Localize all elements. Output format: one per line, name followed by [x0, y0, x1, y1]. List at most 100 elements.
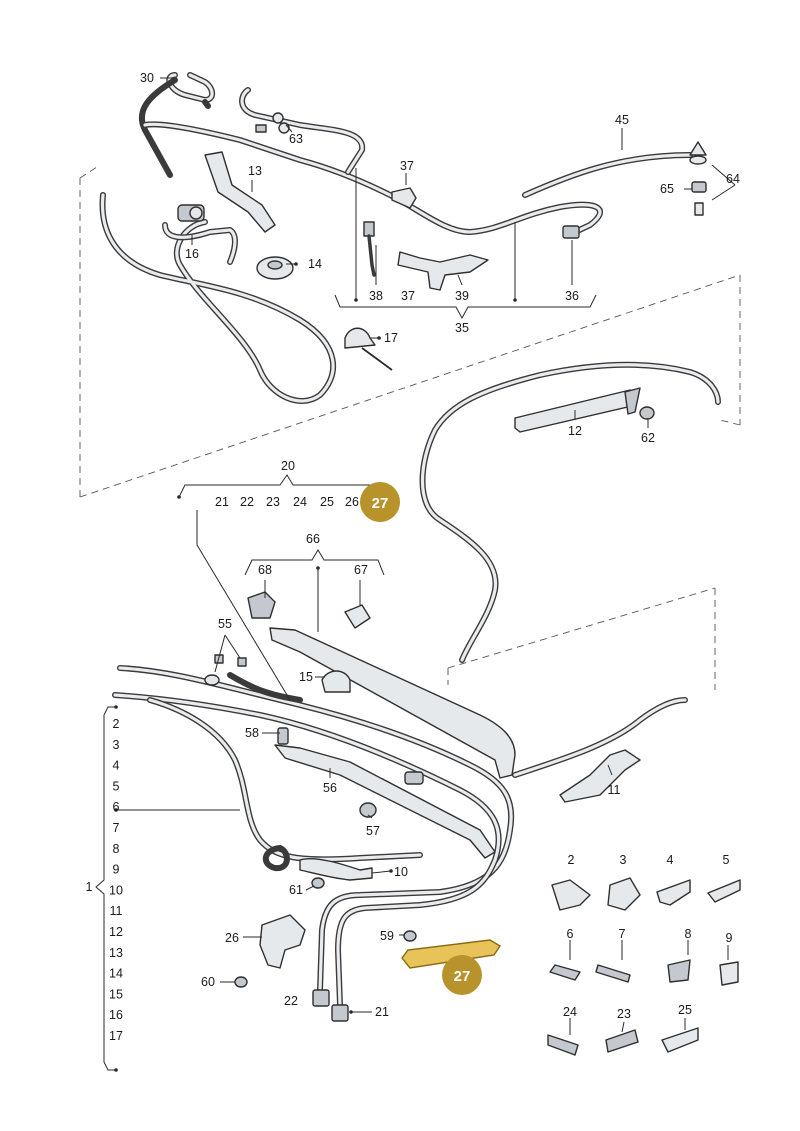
label-64: 64: [726, 172, 740, 186]
part-2-clip: [551, 879, 591, 911]
label-24: 24: [563, 1005, 577, 1019]
label-58: 58: [245, 726, 259, 740]
label-6: 6: [567, 927, 574, 941]
label-14: 14: [308, 257, 322, 271]
part-59-bolt: [403, 930, 417, 942]
left-list-item: 5: [113, 779, 120, 793]
part-13-bracket: [204, 151, 276, 233]
label-38: 38: [369, 289, 383, 303]
left-list-item: 9: [113, 863, 120, 877]
label-26: 26: [225, 931, 239, 945]
label-45: 45: [615, 113, 629, 127]
label-66: 66: [306, 532, 320, 546]
part-16-sensor: [177, 204, 205, 222]
label-20: 20: [281, 459, 295, 473]
part-17-clip: [344, 327, 393, 371]
label-63: 63: [289, 132, 303, 146]
part-11-bracket: [559, 749, 641, 803]
part-4-clip: [656, 879, 691, 906]
left-list-item: 10: [109, 883, 123, 897]
label-2: 2: [568, 853, 575, 867]
label-25: 25: [678, 1003, 692, 1017]
label-37-bottom: 37: [401, 289, 415, 303]
part-25-strap: [661, 1027, 699, 1053]
label-59: 59: [380, 929, 394, 943]
label-26-group: 26: [345, 495, 359, 509]
badge-27-bottom-label: 27: [454, 968, 471, 985]
label-1-group: 1: [86, 880, 93, 894]
part-7-tie: [595, 964, 631, 983]
part-64-65-valve: [689, 141, 707, 216]
label-36: 36: [565, 289, 579, 303]
part-36-plug: [562, 225, 580, 239]
label-56: 56: [323, 781, 337, 795]
left-list-item: 17: [109, 1029, 123, 1043]
label-65: 65: [660, 182, 674, 196]
part-39-holder: [397, 251, 489, 291]
part-3-clip: [607, 877, 641, 911]
left-list-item: 14: [109, 967, 123, 981]
label-21-group: 21: [215, 495, 229, 509]
label-24-group: 24: [293, 495, 307, 509]
label-12: 12: [568, 424, 582, 438]
dashed-frame-upper: [79, 164, 741, 498]
part-61-nut: [311, 877, 325, 889]
left-list-item: 13: [109, 946, 123, 960]
left-list-item: 2: [113, 717, 120, 731]
label-25-group: 25: [320, 495, 334, 509]
left-list-item: 12: [109, 925, 123, 939]
label-30: 30: [140, 71, 154, 85]
left-list-item: 6: [113, 800, 120, 814]
lower-pipe-bundle: [112, 665, 688, 1008]
label-11: 11: [608, 783, 621, 797]
label-60: 60: [201, 975, 215, 989]
part-15-clip: [321, 670, 351, 693]
left-list-item: 16: [109, 1008, 123, 1022]
upper-pipe-assembly: [99, 72, 721, 663]
part-26-shield: [259, 914, 306, 969]
part-10-clamp: [299, 858, 373, 881]
label-23: 23: [617, 1007, 631, 1021]
label-4: 4: [667, 853, 674, 867]
part-57-nut: [359, 802, 377, 818]
part-14-grommet: [256, 256, 294, 280]
label-67: 67: [354, 563, 368, 577]
badge-27-bottom[interactable]: 27: [442, 955, 482, 995]
part-38-connector: [363, 221, 376, 277]
part-6-tie: [549, 964, 581, 981]
part-66-68-67-main-rail: [247, 591, 516, 779]
label-9: 9: [726, 931, 733, 945]
small-parts-grid: [547, 877, 741, 1056]
label-39: 39: [455, 289, 469, 303]
left-list-item: 8: [113, 842, 120, 856]
part-24-tie: [547, 1034, 579, 1056]
label-17: 17: [384, 331, 398, 345]
label-61: 61: [289, 883, 303, 897]
label-7: 7: [619, 927, 626, 941]
part-8-sensor: [667, 959, 691, 983]
left-list-item: 7: [113, 821, 120, 835]
label-16: 16: [185, 247, 199, 261]
label-62: 62: [641, 431, 655, 445]
part-number-labels: 30 63 13 37 45 64 65 16 14 38 37 39 36 3…: [86, 71, 740, 1021]
left-list-item: 15: [109, 987, 123, 1001]
leader-lines: [116, 77, 736, 1035]
part-5-strap: [707, 879, 741, 903]
label-37-top: 37: [400, 159, 414, 173]
part-9-plug: [719, 961, 739, 986]
label-22: 22: [284, 994, 298, 1008]
badge-27-top-label: 27: [372, 495, 389, 512]
part-56-bracket: [274, 744, 496, 859]
label-10: 10: [394, 865, 408, 879]
part-23-tie: [605, 1029, 639, 1053]
part-60-bolt: [234, 976, 248, 988]
label-21: 21: [375, 1005, 389, 1019]
label-35: 35: [455, 321, 469, 335]
highlighted-part-27[interactable]: [401, 939, 501, 969]
badge-27-top[interactable]: 27: [360, 482, 400, 522]
dashed-frame-lower: [447, 587, 716, 690]
part-58-stud: [277, 727, 289, 745]
part-62-nut: [639, 406, 655, 420]
